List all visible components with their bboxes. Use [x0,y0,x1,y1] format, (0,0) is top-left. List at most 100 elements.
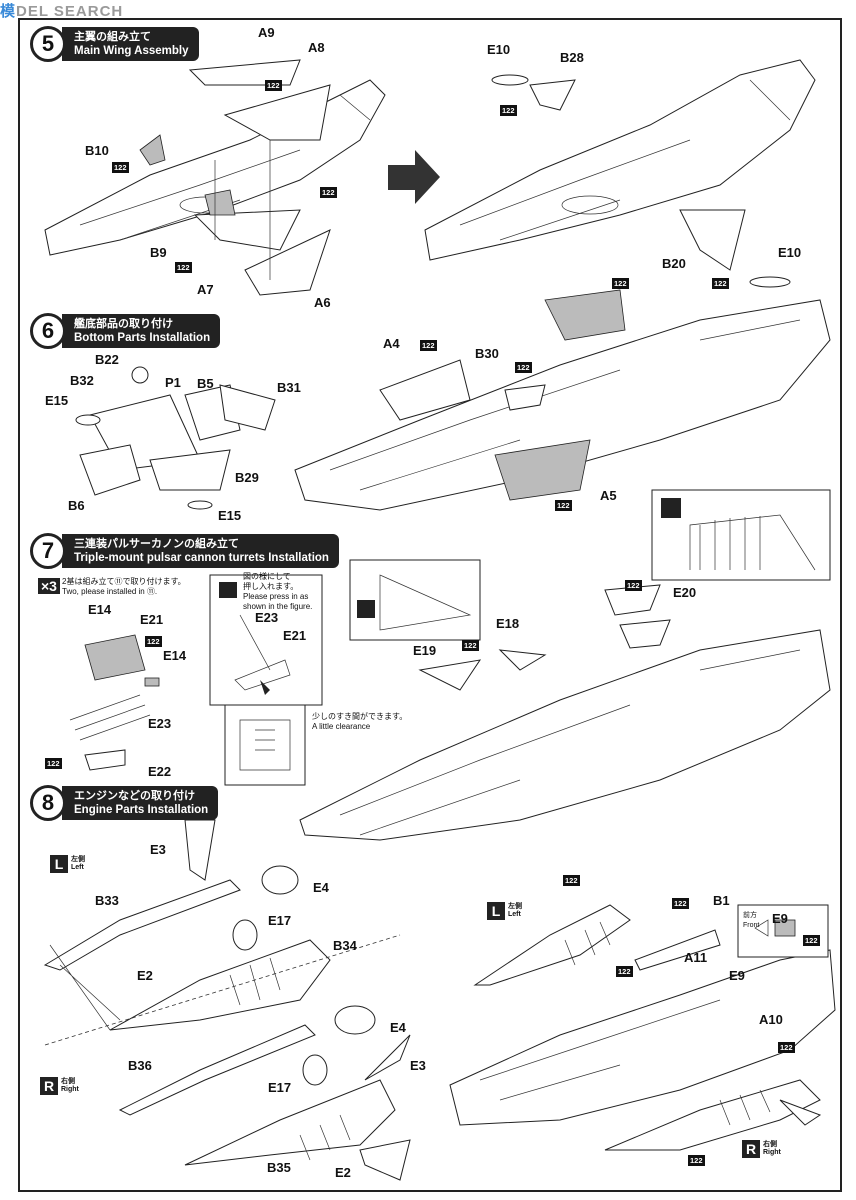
part-label: E17 [268,1080,292,1095]
part-label: E15 [45,393,69,408]
part-label: E4 [313,880,329,895]
part-label: E21 [283,628,307,643]
step-number: 7 [30,533,66,569]
part-label: B29 [235,470,259,485]
part-label: B1 [713,893,730,908]
part-label: B10 [85,143,109,158]
inset-panel [651,489,831,581]
inset-clearance [224,704,306,786]
part-label: E22 [148,764,172,779]
paint-code-badge: 122 [555,500,572,511]
part-label: A9 [258,25,275,40]
part-label: B5 [197,376,214,391]
step-number: 6 [30,313,66,349]
part-label: E3 [150,842,166,857]
paint-code-badge: 122 [778,1042,795,1053]
paint-code-badge: 122 [500,105,517,116]
part-label: E17 [268,913,292,928]
engine-left-parts [43,819,331,1031]
part-label: A7 [197,282,214,297]
press-in-note: 図の様にして 押し入れます。Please press in as shown i… [243,572,313,611]
part-label: A10 [759,1012,783,1027]
part-label: E20 [673,585,697,600]
ship-hull-step6 [294,289,831,511]
part-label: B9 [150,245,167,260]
part-label: E15 [218,508,242,523]
part-label: E10 [778,245,802,260]
divider-dashed [44,934,401,1046]
part-label: E14 [163,648,187,663]
arrow-icon [388,150,440,204]
part-label: E14 [88,602,112,617]
paint-code-badge: 122 [616,966,633,977]
paint-code-badge: 122 [320,187,337,198]
part-label: E18 [496,616,520,631]
part-label: B34 [333,938,357,953]
part-label: B35 [267,1160,291,1175]
part-label: A4 [383,336,400,351]
part-label: E2 [335,1165,351,1180]
part-label: A5 [600,488,617,503]
part-label: B32 [70,373,94,388]
part-label: B31 [277,380,301,395]
paint-code-badge: 122 [265,80,282,91]
page-frame [18,18,842,1192]
part-label: B33 [95,893,119,908]
watermark: 模DEL SEARCH [0,3,124,20]
paint-code-badge: 122 [672,898,689,909]
paint-code-badge: 122 [803,935,820,946]
engine-right-parts [118,1005,411,1181]
paint-code-badge: 122 [145,636,162,647]
part-label: A8 [308,40,325,55]
paint-code-badge: 122 [625,580,642,591]
part-label: B28 [560,50,584,65]
part-label: E3 [410,1058,426,1073]
ship-hull-step5-right [424,59,816,288]
part-label: B20 [662,256,686,271]
step-number: 8 [30,785,66,821]
part-label: E19 [413,643,437,658]
part-label: E23 [255,610,279,625]
part-label: E2 [137,968,153,983]
part-label: B6 [68,498,85,513]
step7-note: 2基は組み立て⑪で取り付けます。Two, please installed in… [62,577,186,596]
paint-code-badge: 122 [712,278,729,289]
paint-code-badge: 122 [112,162,129,173]
cannon-turret-parts [69,634,160,771]
paint-code-badge: 122 [563,875,580,886]
paint-code-badge: 122 [462,640,479,651]
part-label: B22 [95,352,119,367]
paint-code-badge: 122 [515,362,532,373]
part-label: A11 [684,950,708,965]
ship-hull-step8 [449,904,836,1151]
part-label: A6 [314,295,331,310]
part-label: E21 [140,612,164,627]
part-label: E9 [772,911,788,926]
part-label: E10 [487,42,511,57]
paint-code-badge: 122 [612,278,629,289]
step-number: 5 [30,26,66,62]
part-label: P1 [165,375,181,390]
paint-code-badge: 122 [420,340,437,351]
clearance-note: 少しのすき間ができます。A little clearance [312,712,408,731]
ship-hull-step7 [299,584,831,841]
paint-code-badge: 122 [688,1155,705,1166]
part-label: E4 [390,1020,406,1035]
paint-code-badge: 122 [45,758,62,769]
part-label: B36 [128,1058,152,1073]
ship-hull-step5-left [44,59,386,296]
quantity-multiplier: ×3 [38,578,60,594]
bottom-parts [75,366,276,510]
part-label: B30 [475,346,499,361]
part-label: E9 [729,968,745,983]
